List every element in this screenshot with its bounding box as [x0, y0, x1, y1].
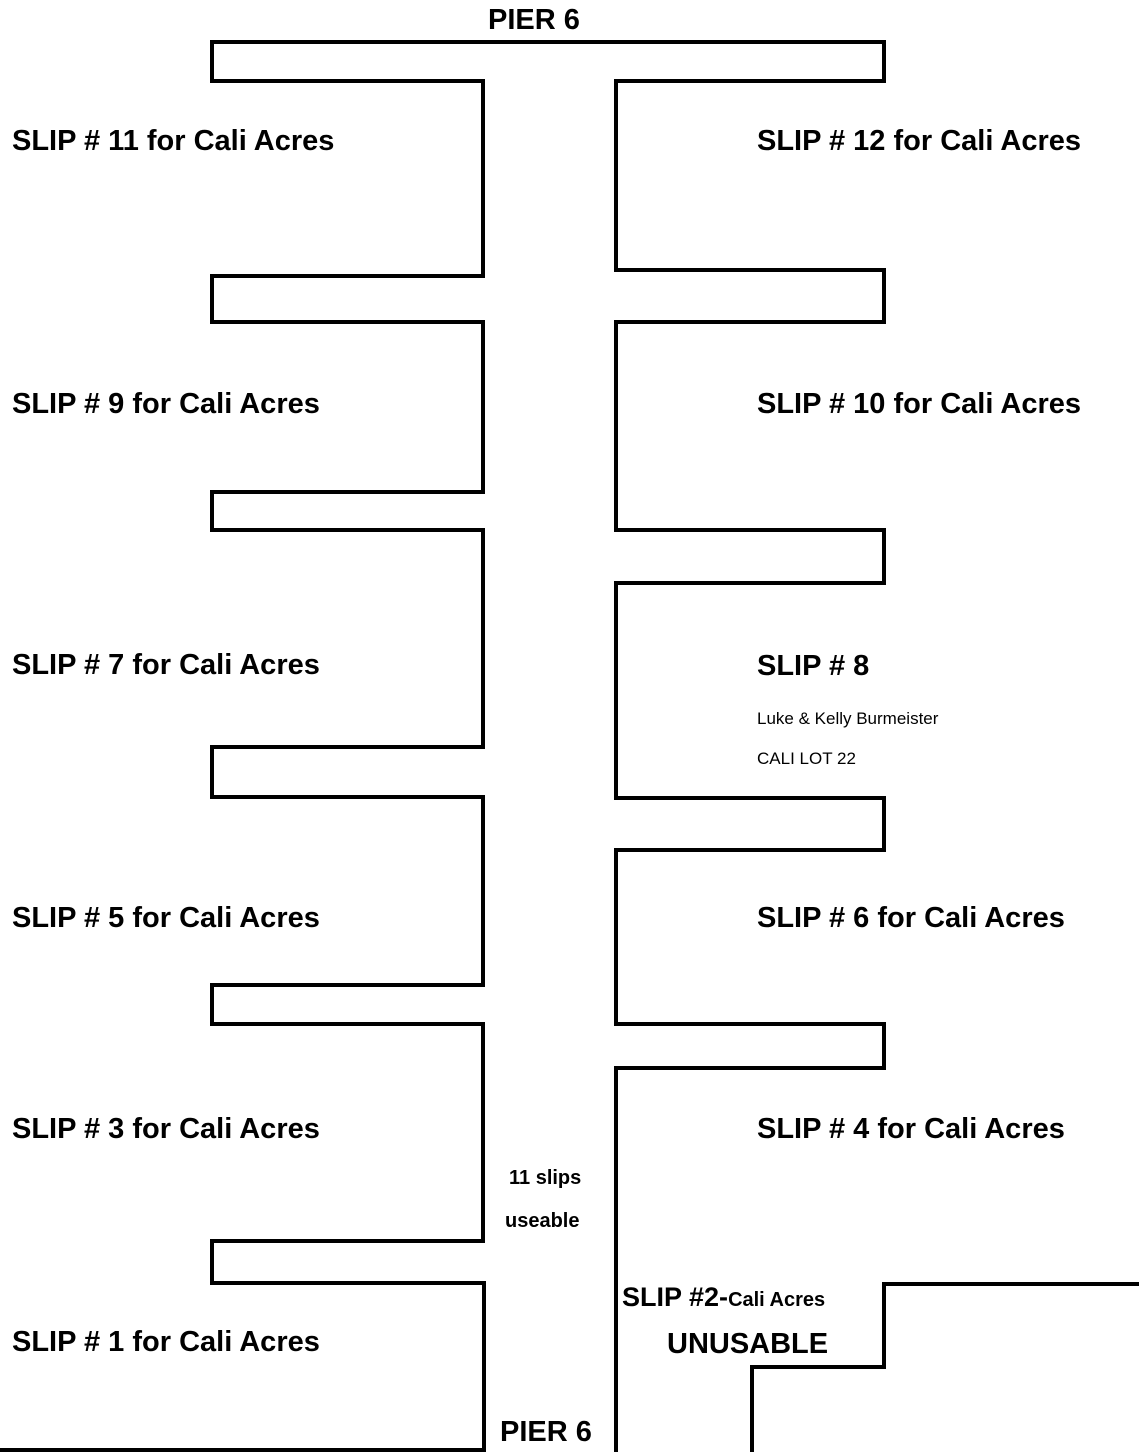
slip-2-status: UNUSABLE	[667, 1328, 829, 1360]
slip-10-label: SLIP # 10 for Cali Acres	[757, 388, 1081, 420]
slip-8-owner: Luke & Kelly Burmeister	[757, 709, 939, 728]
slip-11-label: SLIP # 11 for Cali Acres	[12, 125, 335, 157]
slip-3-label: SLIP # 3 for Cali Acres	[12, 1113, 320, 1145]
slip-2-label: SLIP #2-Cali Acres	[622, 1282, 825, 1313]
slip-2-name: Cali Acres	[728, 1289, 826, 1311]
slip-5-label: SLIP # 5 for Cali Acres	[12, 902, 320, 934]
slip2-area-outline	[750, 1282, 1139, 1452]
slip-8-label: SLIP # 8	[757, 650, 870, 682]
pier-bottom-label: PIER 6	[500, 1416, 592, 1448]
slip-1-label: SLIP # 1 for Cali Acres	[12, 1326, 320, 1358]
slip-2-number: SLIP #2-	[622, 1282, 729, 1312]
useable-count-line2: useable	[505, 1210, 580, 1232]
slip-9-label: SLIP # 9 for Cali Acres	[12, 388, 320, 420]
pier-left-outline	[210, 40, 886, 1452]
slip-8-lot: CALI LOT 22	[757, 749, 856, 768]
pier-top-label: PIER 6	[488, 4, 580, 36]
slip-12-label: SLIP # 12 for Cali Acres	[757, 125, 1081, 157]
slip-6-label: SLIP # 6 for Cali Acres	[757, 902, 1065, 934]
slip-7-label: SLIP # 7 for Cali Acres	[12, 649, 320, 681]
useable-count-line1: 11 slips	[509, 1167, 582, 1189]
slip-4-label: SLIP # 4 for Cali Acres	[757, 1113, 1065, 1145]
